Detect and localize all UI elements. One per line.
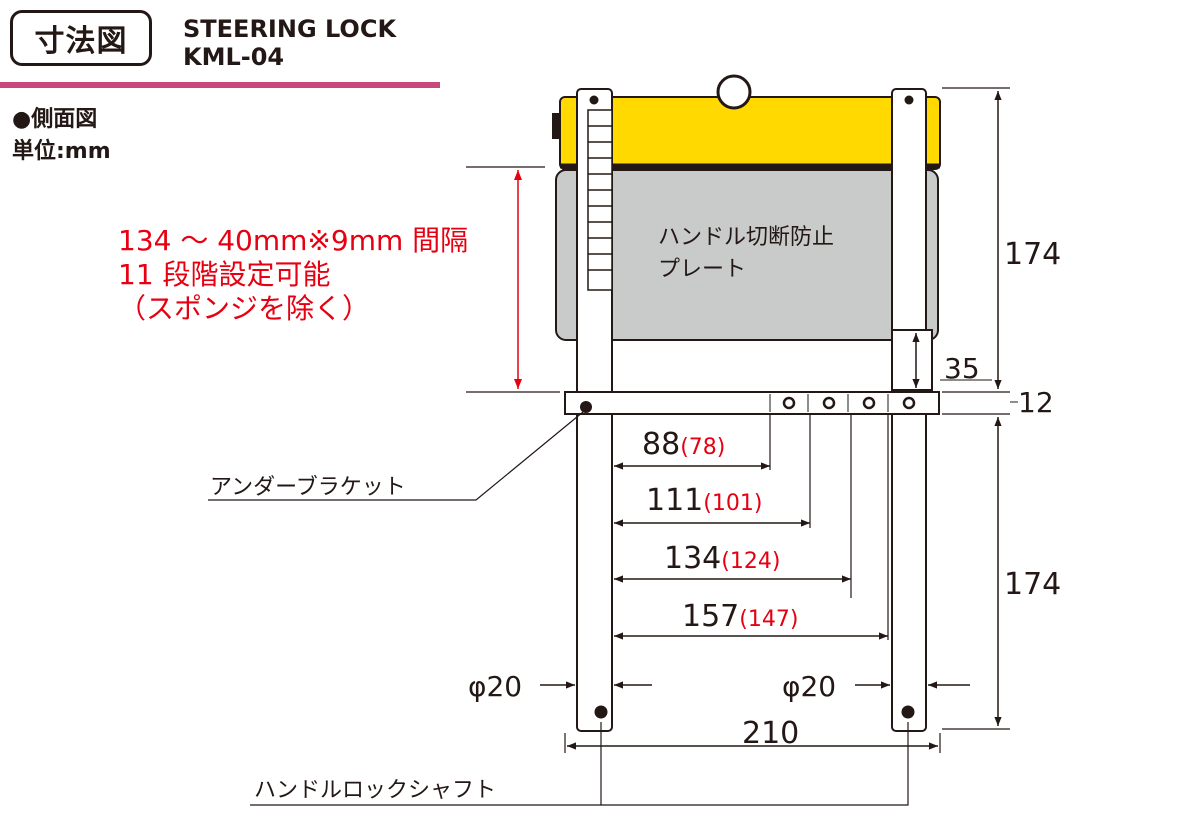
diameter-left: φ20 [468,670,522,703]
model-number: KML-04 [183,43,285,71]
ring-handle [716,74,752,110]
diameter-right: φ20 [782,670,836,703]
view-name: ●側面図 [12,107,98,132]
shaft-label: ハンドルロックシャフト [254,778,496,803]
dim-134: 134(124) [664,541,780,576]
under-bracket-label: アンダーブラケット [210,475,406,500]
plate-label-1: ハンドル切断防止 [658,225,834,250]
note-line-2: 11 段階設定可能 [118,258,331,291]
note-line-3: （スポンジを除く） [118,292,371,325]
note-line-1: 134 ～ 40mm※9mm 間隔 [118,224,469,257]
total-width-value: 210 [742,716,799,751]
product-title: STEERING LOCK KML-04 [183,15,396,71]
yellow-top-bar [559,96,941,170]
slot-height-value: 35 [944,352,980,385]
under-bracket [564,391,940,415]
header-rule [0,82,440,88]
dim-157: 157(147) [682,599,798,634]
section-badge: 寸法図 [10,10,152,66]
view-info: ●側面図 単位:mm [12,104,111,168]
adjust-range-note: 134 ～ 40mm※9mm 間隔 11 段階設定可能 （スポンジを除く） [118,224,468,326]
dim-88: 88(78) [642,427,725,462]
product-name: STEERING LOCK [183,15,397,43]
unit-label: 単位:mm [12,139,111,164]
upper-height-value: 174 [1004,237,1061,272]
bracket-thickness-value: 12 [1018,386,1054,419]
dim-111: 111(101) [646,483,762,518]
plate-label-2: プレート [658,257,746,282]
lower-height-value: 174 [1004,567,1061,602]
cut-prevention-plate [555,169,939,341]
